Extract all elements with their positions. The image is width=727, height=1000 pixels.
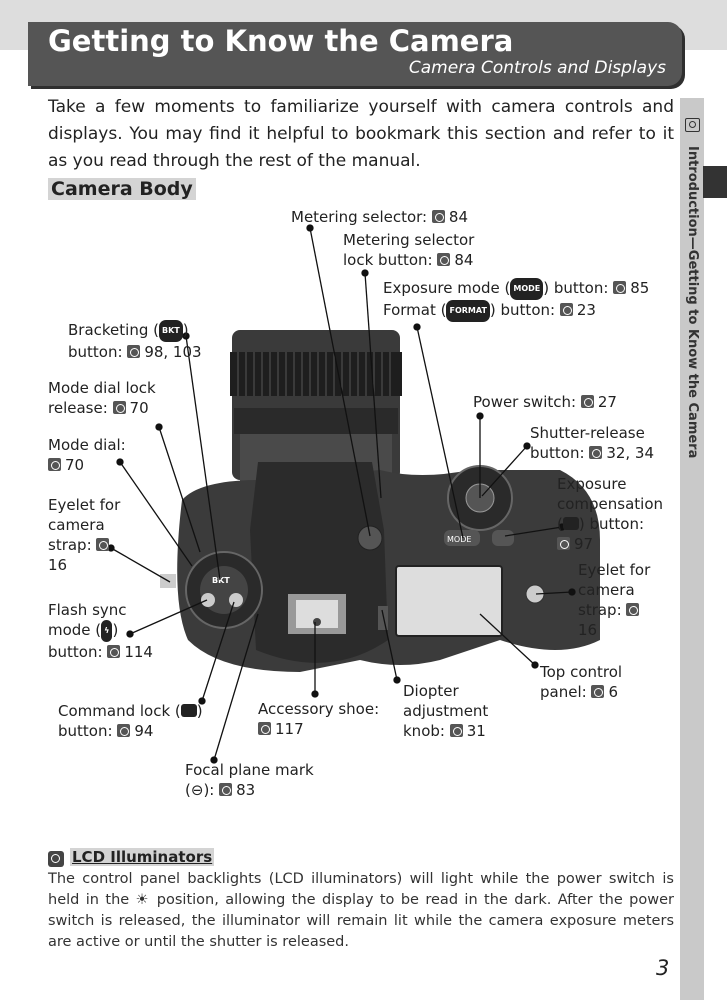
lens-focus-ring: [230, 352, 402, 396]
page-ref-icon: [591, 685, 605, 698]
svg-text:MODE: MODE: [447, 535, 471, 544]
section-title: Camera Body: [48, 178, 196, 200]
intro-paragraph: Take a few moments to familiarize yourse…: [48, 97, 674, 171]
metering-selector: [357, 525, 383, 551]
top-control-panel: [395, 565, 503, 637]
page-ref-icon: [431, 210, 445, 223]
label-accessory-shoe: Accessory shoe:117: [258, 700, 380, 738]
page-ref-icon: [112, 401, 126, 414]
page-subtitle: Camera Controls and Displays: [408, 58, 666, 78]
exposure-comp-icon: [562, 517, 579, 530]
page-number: 3: [656, 956, 670, 980]
page-ref-icon: [580, 395, 594, 408]
note-text: The control panel backlights (LCD illumi…: [48, 871, 674, 950]
page-title: Getting to Know the Camera: [48, 24, 514, 58]
page-ref-icon: [96, 538, 110, 551]
label-focal-plane: Focal plane mark(⊖): 83: [185, 761, 314, 799]
label-mode-dial: Mode dial:70: [48, 436, 126, 474]
page-ref-icon: [127, 345, 141, 358]
header-bar: Getting to Know the Camera Camera Contro…: [28, 22, 682, 86]
page-ref-icon: [48, 458, 61, 471]
page-ref-icon: [437, 253, 451, 266]
camera-icon: [685, 118, 700, 132]
flash-icon: ϟ: [101, 620, 113, 642]
chapter-tab-marker: [703, 166, 727, 198]
page-ref-icon: [559, 303, 573, 316]
label-bracketing: Bracketing (BKT)button: 98, 103: [68, 320, 202, 361]
viewfinder-prism: [250, 462, 388, 663]
svg-text:BKT: BKT: [212, 576, 230, 585]
page-ref-icon: [613, 281, 627, 294]
page-ref-icon: [107, 645, 121, 658]
label-metering-selector: Metering selector: 84: [291, 208, 468, 226]
page-ref-icon: [557, 537, 570, 550]
page-ref-icon: [589, 446, 603, 459]
page-ref-icon: [626, 603, 640, 616]
label-command-lock: Command lock ()button: 94: [58, 702, 203, 740]
focal-plane-icon: ⊖: [190, 781, 204, 799]
page-ref-icon: [219, 783, 233, 796]
note-magnifier-icon: [48, 851, 64, 867]
page-ref-icon: [449, 724, 463, 737]
diopter-knob: [378, 606, 388, 630]
chapter-title: Introduction—Getting to Know the Camera: [685, 146, 700, 459]
lock-icon: [180, 704, 197, 717]
lens-zoom-ring: [234, 408, 398, 434]
note-title: LCD Illuminators: [70, 848, 215, 866]
label-power-switch: Power switch: 27: [473, 393, 617, 411]
chapter-sidebar: [680, 98, 704, 1000]
page-ref-icon: [117, 724, 131, 737]
page-ref-icon: [258, 722, 271, 735]
